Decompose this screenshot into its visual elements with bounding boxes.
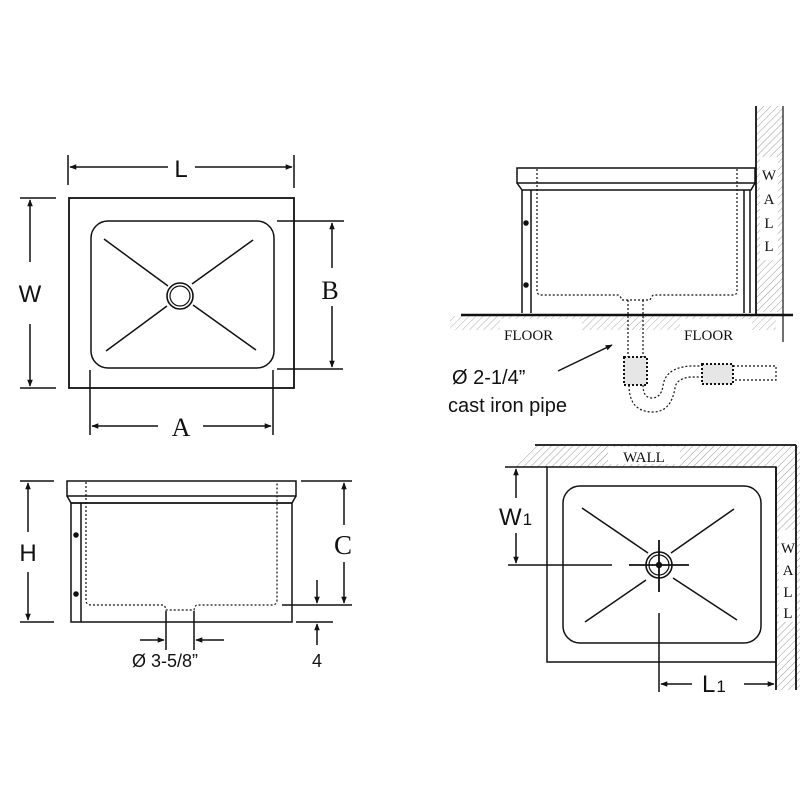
wall-right-vertical-label: W A L L — [781, 541, 796, 622]
bowl-slope-line — [105, 305, 168, 352]
floor-label-bg — [500, 319, 582, 334]
bowl-slope-line — [191, 239, 254, 285]
label-pipe-material: cast iron pipe — [448, 395, 567, 417]
wall-letter: W — [781, 541, 796, 557]
bolt — [523, 282, 529, 288]
label-w1-sub: 1 — [523, 510, 532, 529]
drain-icon — [166, 282, 194, 310]
sink-body — [70, 502, 293, 623]
label-wall-top: WALL — [623, 450, 665, 466]
hidden-bowl-outline — [536, 169, 738, 301]
bowl-slope-line — [581, 507, 649, 554]
bowl-slope-line — [584, 579, 647, 623]
install-top-view — [505, 444, 800, 692]
label-l1-main: L — [702, 671, 715, 698]
label-w: W — [19, 281, 42, 308]
label-floor-right: FLOOR — [684, 328, 733, 344]
pipe-fitting — [623, 356, 648, 386]
wall-hatch — [515, 446, 800, 690]
label-drain-size: Ø 3-5/8” — [132, 651, 198, 671]
pipe-fitting — [701, 363, 734, 385]
wall-vertical-label: W A L L — [762, 168, 777, 255]
label-4: 4 — [312, 651, 322, 671]
label-h: H — [19, 540, 36, 567]
floor-label-bg — [680, 319, 752, 334]
label-pipe-size: Ø 2-1/4” — [452, 367, 525, 389]
bowl-slope-line — [192, 304, 257, 351]
label-w1: W1 — [499, 504, 532, 531]
bowl-slope-line — [672, 577, 738, 621]
sink-bowl-outline — [90, 220, 275, 369]
bolt — [73, 532, 79, 538]
label-a: A — [172, 413, 191, 442]
wall-label-bg — [760, 157, 778, 260]
sink-rim — [516, 167, 756, 184]
label-l1: L1 — [702, 671, 726, 698]
wall-label-bg — [779, 530, 797, 622]
wall-letter: W — [762, 168, 777, 184]
install-side-view — [450, 106, 793, 413]
side-view — [20, 480, 352, 650]
wall-letter: L — [783, 585, 792, 601]
rim-bevel — [66, 495, 297, 504]
p-trap-inner — [642, 365, 700, 399]
hidden-bowl-outline — [85, 482, 278, 611]
wall-letter: L — [764, 239, 773, 255]
sink-outer-outline — [68, 197, 295, 389]
label-w1-main: W — [499, 504, 522, 531]
label-l: L — [174, 156, 187, 183]
drain-pipe — [627, 300, 644, 358]
drain-inner — [169, 285, 191, 307]
bowl-slope-line — [670, 508, 735, 554]
rim-bevel — [516, 182, 756, 191]
bolt — [523, 220, 529, 226]
top-view — [20, 155, 344, 435]
bolt — [73, 591, 79, 597]
wall-label-bg — [608, 447, 680, 464]
label-l1-sub: 1 — [716, 677, 725, 696]
label-b: B — [321, 276, 338, 305]
wall-letter: A — [783, 563, 794, 579]
pipe-leader-arrow — [557, 344, 613, 372]
wall-letter: L — [764, 216, 773, 232]
label-floor-left: FLOOR — [504, 328, 553, 344]
label-c: C — [334, 530, 352, 560]
drain-line — [733, 365, 777, 381]
sink-rim — [66, 480, 297, 497]
wall-letter: L — [783, 606, 792, 622]
bowl-slope-line — [103, 238, 169, 287]
wall-letter: A — [764, 192, 775, 208]
